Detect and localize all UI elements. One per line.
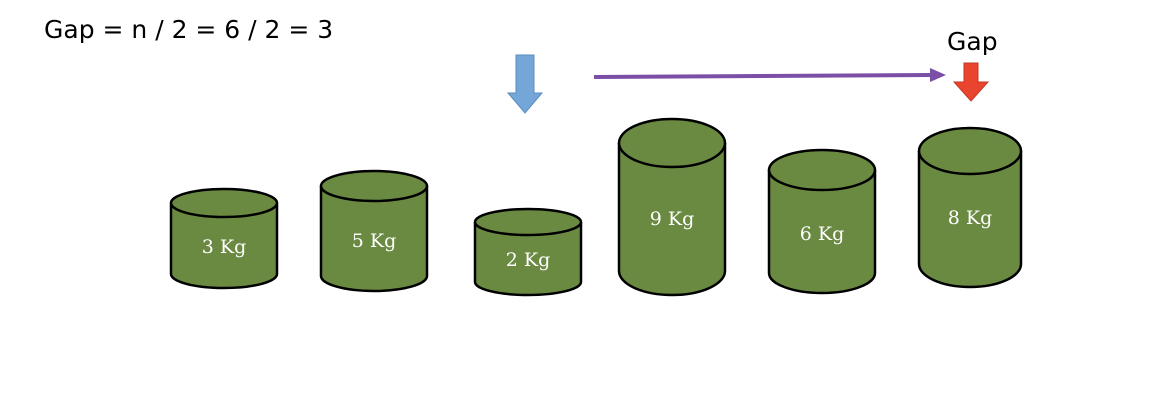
weight-label-6: 8 Kg bbox=[948, 207, 993, 229]
compare-down-arrow-icon bbox=[506, 54, 544, 114]
gap-down-arrow-icon bbox=[952, 62, 990, 102]
weight-label-5: 6 Kg bbox=[800, 223, 845, 245]
gap-range-arrow bbox=[593, 68, 946, 82]
weight-cylinder-4: 9 Kg bbox=[617, 117, 727, 297]
weight-label-3: 2 Kg bbox=[506, 249, 551, 271]
weight-cylinder-1: 3 Kg bbox=[169, 187, 279, 290]
weight-cylinder-5: 6 Kg bbox=[767, 148, 877, 295]
weight-label-4: 9 Kg bbox=[650, 208, 695, 230]
weight-label-2: 5 Kg bbox=[352, 230, 397, 252]
weight-cylinder-3: 2 Kg bbox=[473, 207, 583, 297]
gap-formula: Gap = n / 2 = 6 / 2 = 3 bbox=[44, 15, 333, 44]
weight-cylinder-6: 8 Kg bbox=[917, 126, 1023, 289]
weight-cylinder-2: 5 Kg bbox=[319, 169, 429, 293]
weight-label-1: 3 Kg bbox=[202, 236, 247, 258]
gap-label: Gap bbox=[947, 27, 998, 56]
